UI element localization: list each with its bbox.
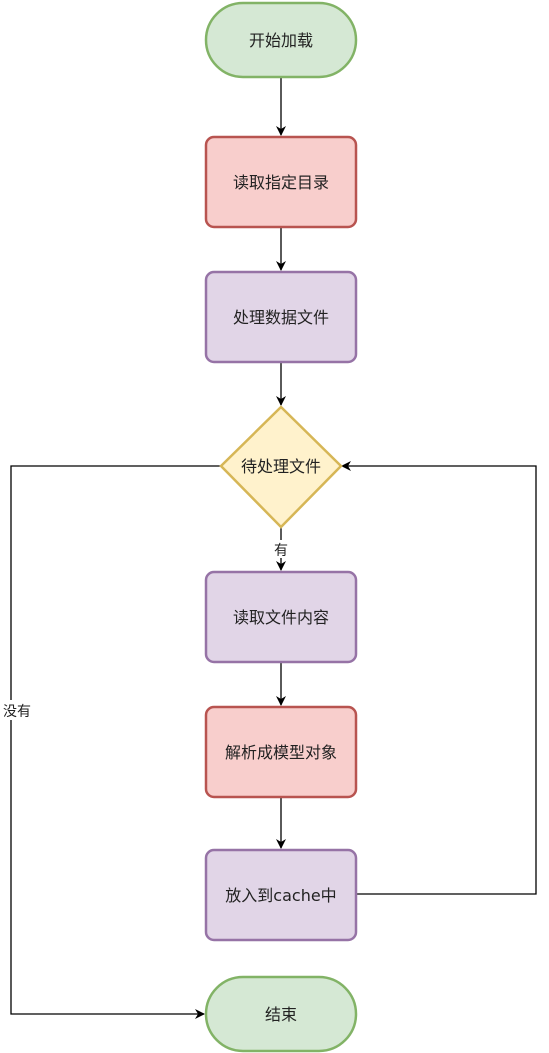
node-process-files-label: 处理数据文件 — [233, 308, 329, 327]
node-parse-model[interactable]: 解析成模型对象 — [204, 705, 358, 799]
edge-cache-loop-back — [341, 461, 537, 895]
edge-label-no: 没有 — [3, 704, 31, 720]
node-read-dir[interactable]: 读取指定目录 — [204, 135, 358, 229]
node-start[interactable]: 开始加载 — [204, 1, 358, 79]
node-start-label: 开始加载 — [249, 31, 313, 50]
edge-label-yes: 有 — [274, 543, 288, 559]
node-read-content[interactable]: 读取文件内容 — [204, 570, 358, 664]
node-pending-files-label: 待处理文件 — [241, 457, 321, 476]
edges — [10, 77, 537, 1019]
label-yes-bg — [271, 540, 291, 558]
node-put-cache-label: 放入到cache中 — [225, 886, 336, 905]
node-end-label: 结束 — [265, 1005, 297, 1024]
node-end[interactable]: 结束 — [204, 975, 358, 1053]
node-parse-model-label: 解析成模型对象 — [225, 743, 337, 762]
node-process-files[interactable]: 处理数据文件 — [204, 270, 358, 364]
node-pending-files-decision[interactable]: 待处理文件 — [219, 405, 343, 529]
label-no-bg — [0, 700, 36, 720]
edge-decision-to-end — [10, 465, 221, 1019]
node-read-dir-label: 读取指定目录 — [233, 173, 329, 192]
node-put-cache[interactable]: 放入到cache中 — [204, 848, 358, 942]
node-read-content-label: 读取文件内容 — [233, 608, 329, 627]
